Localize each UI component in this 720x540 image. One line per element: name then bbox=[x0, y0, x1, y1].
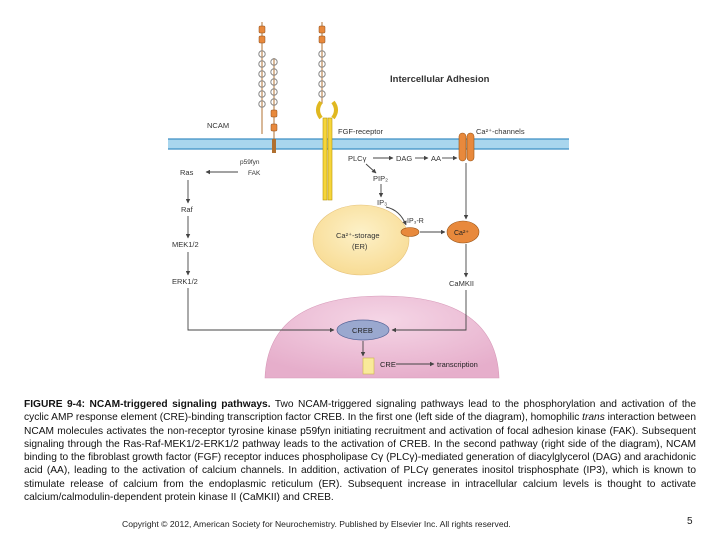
pathway-arrows bbox=[185, 155, 469, 367]
calcium-ion bbox=[446, 220, 480, 244]
plc-label: PLCγ bbox=[348, 154, 367, 163]
figure-caption: FIGURE 9-4: NCAM-triggered signaling pat… bbox=[24, 398, 696, 504]
dag-label: DAG bbox=[396, 154, 412, 163]
camkii-label: CaMKII bbox=[449, 279, 474, 288]
ncam-molecule-middle bbox=[270, 58, 278, 153]
intercellular-adhesion-label: Intercellular Adhesion bbox=[390, 74, 490, 85]
erk-label: ERK1/2 bbox=[172, 277, 198, 286]
ip3-label: IP₃ bbox=[377, 198, 387, 207]
calcium-ion-label: Ca²⁺ bbox=[454, 230, 469, 237]
pip2-label: PIP₂ bbox=[373, 174, 388, 183]
aa-label: AA bbox=[431, 154, 441, 163]
page-number: 5 bbox=[687, 516, 693, 527]
ncam-molecule-right bbox=[318, 22, 326, 104]
caption-text-1: Two NCAM-triggered signaling pathways le… bbox=[24, 399, 697, 424]
ncam-label: NCAM bbox=[207, 121, 229, 130]
cre-element bbox=[362, 357, 375, 375]
arrow-plc-to-pip2 bbox=[365, 163, 377, 174]
ip3r-label: IP₃-R bbox=[407, 218, 424, 225]
fak-label: FAK bbox=[248, 170, 261, 177]
ncam-molecule-left bbox=[258, 22, 266, 134]
calcium-channels-shape bbox=[458, 132, 475, 162]
cre-label: CRE bbox=[380, 360, 396, 369]
fgf-receptor-label: FGF-receptor bbox=[338, 127, 384, 136]
arrow-ip3-to-ip3r bbox=[385, 206, 407, 226]
p59fyn-label: p59fyn bbox=[240, 159, 260, 166]
ip3-receptor-shape bbox=[400, 227, 420, 237]
er-calcium-storage bbox=[312, 204, 410, 276]
er-storage-label-2: (ER) bbox=[352, 242, 368, 251]
copyright-footer: Copyright © 2012, American Society for N… bbox=[122, 519, 511, 529]
creb-label: CREB bbox=[352, 326, 373, 335]
caption-italic-trans: trans bbox=[582, 412, 605, 424]
transcription-label: transcription bbox=[437, 360, 478, 369]
caption-title: FIGURE 9-4: NCAM-triggered signaling pat… bbox=[24, 399, 271, 410]
arrow-camkii-to-creb bbox=[391, 290, 467, 333]
calcium-channels-label: Ca²⁺-channels bbox=[476, 127, 525, 136]
raf-label: Raf bbox=[181, 205, 194, 214]
arrow-erk-to-creb bbox=[187, 288, 335, 333]
fgf-receptor-shape bbox=[316, 100, 338, 201]
cell-membrane bbox=[168, 139, 569, 149]
caption-text-2: interaction between NCAM molecules activ… bbox=[24, 412, 696, 504]
er-storage-label-1: Ca²⁺-storage bbox=[336, 231, 380, 240]
mek-label: MEK1/2 bbox=[172, 240, 199, 249]
ras-label: Ras bbox=[180, 168, 194, 177]
creb-protein bbox=[336, 319, 390, 341]
